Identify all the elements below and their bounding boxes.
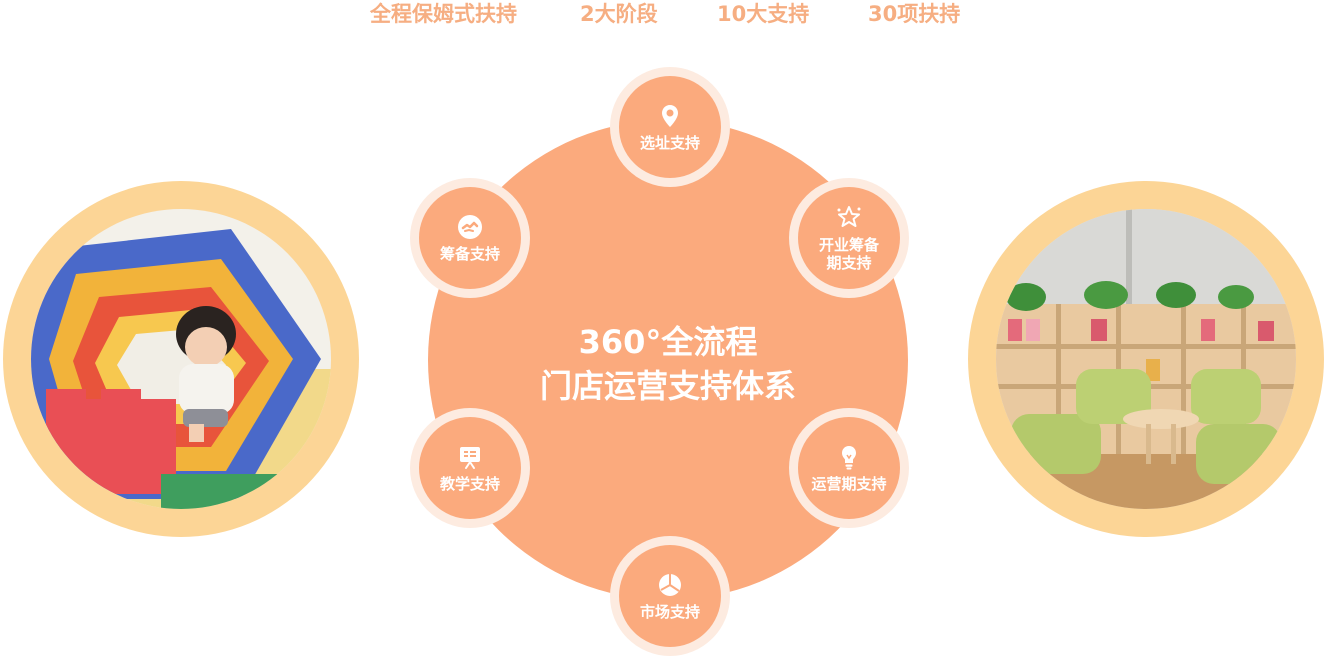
node-site-support[interactable]: 选址支持 (610, 67, 730, 187)
node-teaching-label: 教学支持 (439, 475, 500, 493)
node-teaching-support[interactable]: 教学支持 (410, 408, 530, 528)
tagline: 全程保姆式扶持 2大阶段 10大支持 30项扶持 (0, 0, 1330, 28)
node-prep-support[interactable]: 筹备支持 (410, 178, 530, 298)
core-title-line2: 门店运营支持体系 (539, 367, 796, 405)
child-play-photo (31, 209, 331, 509)
node-operation-label: 运营期支持 (811, 475, 887, 493)
handshake-icon (458, 215, 482, 239)
location-pin-icon (662, 105, 678, 127)
node-market-label: 市场支持 (639, 603, 700, 621)
node-opening-support[interactable]: 开业筹备 期支持 (789, 178, 909, 298)
tagline-item-nanny-support: 全程保姆式扶持 (370, 2, 517, 26)
core-title-line1: 360°全流程 (578, 323, 758, 361)
reading-room-photo (996, 209, 1296, 509)
presentation-board-icon (460, 447, 480, 469)
tagline-item-ten-supports: 10大支持 (717, 2, 810, 26)
tagline-item-thirty-items: 30项扶持 (868, 2, 961, 26)
core-title: 360°全流程 门店运营支持体系 (428, 320, 908, 408)
node-site-label: 选址支持 (639, 134, 700, 152)
node-market-support[interactable]: 市场支持 (610, 536, 730, 656)
stars-icon (837, 206, 861, 227)
node-opening-label: 开业筹备 期支持 (804, 236, 894, 272)
tagline-item-two-stages: 2大阶段 (580, 2, 658, 26)
right-photo-ring (968, 181, 1324, 537)
node-opening-label-line1: 开业筹备 (818, 236, 879, 254)
node-operation-support[interactable]: 运营期支持 (789, 408, 909, 528)
left-photo-ring (3, 181, 359, 537)
node-opening-label-line2: 期支持 (826, 254, 872, 272)
node-prep-label: 筹备支持 (439, 245, 500, 263)
lightbulb-icon (842, 446, 856, 470)
pie-chart-icon (659, 574, 681, 596)
